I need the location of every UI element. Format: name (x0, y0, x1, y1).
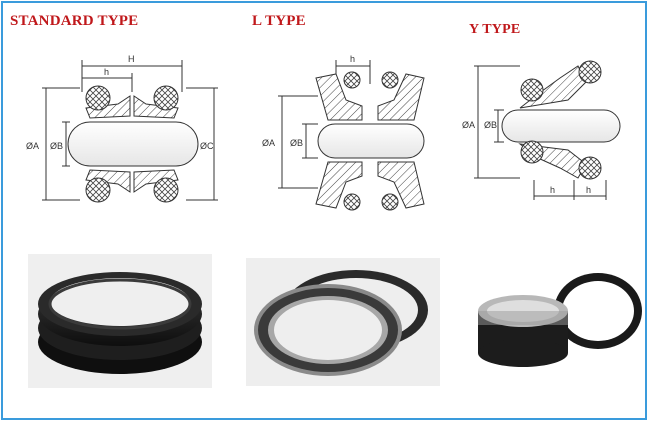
y-dim-B-label: ØB (484, 120, 497, 130)
l-dim-h-label: h (350, 54, 355, 64)
dim-C-label: ØC (200, 141, 214, 151)
dim-A-label: ØA (26, 141, 39, 151)
dim-B-label: ØB (50, 141, 63, 151)
standard-seal-photo (28, 254, 212, 388)
standard-type-drawing (42, 60, 218, 203)
l-dim-B-label: ØB (290, 138, 303, 148)
dim-h-label: h (104, 67, 109, 77)
y-type-seal-photo (452, 259, 644, 387)
l-type-seal-photo (246, 258, 440, 386)
y-dim-A-label: ØA (462, 120, 475, 130)
l-type-drawing (278, 60, 425, 211)
y-type-drawing (474, 60, 621, 200)
standard-type-title: STANDARD TYPE (10, 13, 139, 29)
l-type-title: L TYPE (252, 13, 306, 29)
dim-H-label: H (128, 54, 135, 64)
y-dim-h1-label: h (550, 185, 555, 195)
y-type-title: Y TYPE (469, 22, 521, 37)
l-dim-A-label: ØA (262, 138, 275, 148)
y-dim-h2-label: h (586, 185, 591, 195)
